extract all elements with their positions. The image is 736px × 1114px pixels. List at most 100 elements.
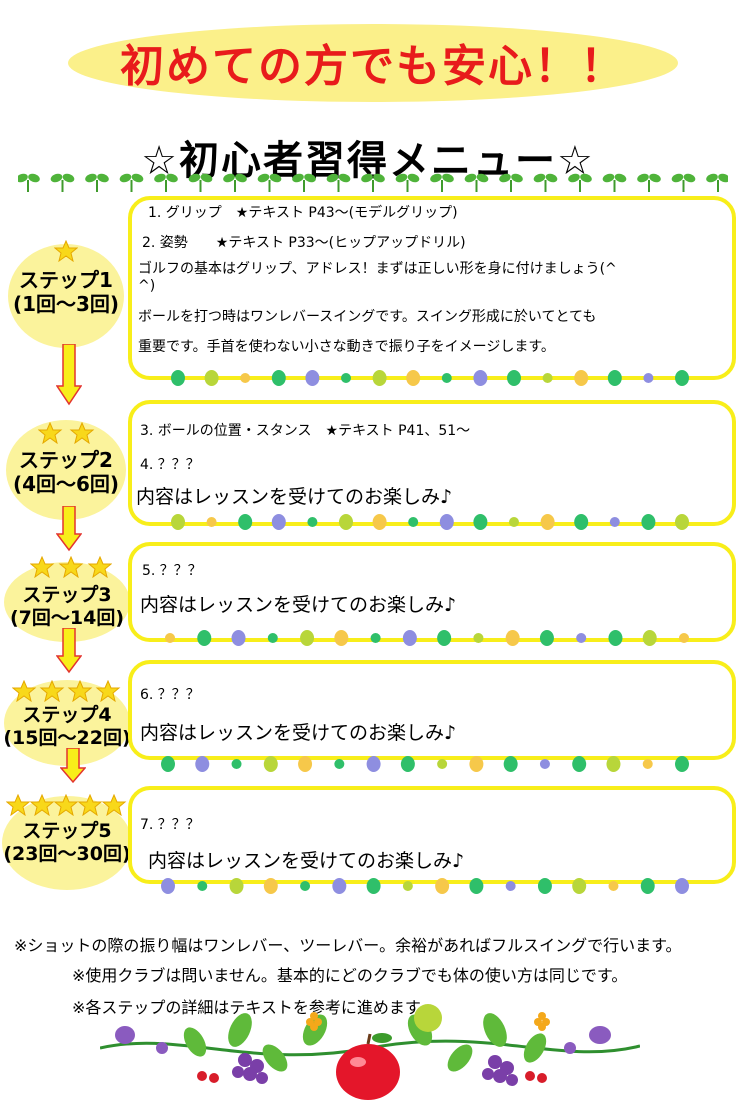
dot-icon (408, 517, 419, 527)
arrow-down-icon (60, 748, 86, 784)
sprout-icon (568, 173, 592, 192)
note-3: ※各ステップの詳細はテキストを参考に進めます。 (72, 998, 436, 1017)
banner-ellipse (68, 24, 678, 102)
dot-icon (267, 633, 278, 643)
sprout-icon (292, 173, 316, 192)
dot-icon (271, 514, 286, 530)
step-3-dots (165, 630, 689, 646)
step-1-circle (8, 244, 124, 348)
dot-icon (300, 630, 315, 646)
sprout-icon (602, 173, 627, 192)
dot-icon (537, 878, 552, 894)
star-icon (87, 556, 112, 578)
step-2-box (128, 400, 736, 526)
star-icon (12, 680, 37, 702)
sprout-icon (18, 173, 40, 192)
sprout-icon (671, 173, 696, 192)
step-1-line-1: 1. グリップ ★テキスト P43～(モデルグリップ) (148, 205, 458, 221)
dot-icon (608, 881, 619, 891)
step-1-line-3: ゴルフの基本はグリップ、アドレス！まずは正しい形を身に付けましょう(^ (138, 261, 617, 277)
dot-icon (542, 373, 553, 383)
dot-icon (263, 756, 278, 772)
dot-icon (606, 756, 621, 772)
arrow-down-icon (56, 344, 82, 406)
arrow-down-icon (56, 506, 82, 552)
sprout-row (18, 173, 728, 192)
banner-heading: 初めての方でも安心！！ (120, 41, 626, 92)
dot-icon (197, 630, 212, 646)
dot-icon (574, 514, 589, 530)
step-1-box (128, 196, 736, 380)
arrow-down-icon (56, 628, 82, 674)
dot-icon (300, 881, 311, 891)
dot-icon (400, 756, 415, 772)
step-1-range: (1回～3回) (12, 292, 120, 316)
sprout-icon (326, 173, 351, 192)
sprout-icon (257, 173, 282, 192)
dot-icon (204, 370, 219, 386)
step-1-line-5: ボールを打つ時はワンレバースイングです。スイング形成に於いてとても (138, 309, 597, 325)
dot-icon (366, 878, 381, 894)
step-1-dots (171, 370, 689, 386)
dot-icon (402, 630, 417, 646)
star-icon (69, 422, 95, 444)
dot-icon (473, 633, 484, 643)
dot-icon (437, 630, 452, 646)
sprout-icon (119, 173, 144, 192)
note-1: ※ショットの際の振り幅はワンレバー、ツーレバー。余裕があればフルスイングで行いま… (14, 936, 682, 955)
step-1-line-4: ^) (138, 278, 156, 294)
star-icon (29, 794, 55, 816)
step-4-line-1: 6. ？？？ (140, 687, 200, 703)
step-5-box (128, 786, 736, 884)
star-icon (53, 794, 79, 816)
dot-icon (263, 878, 278, 894)
dot-icon (539, 759, 550, 769)
dot-icon (509, 517, 519, 527)
sprout-icon (706, 173, 728, 192)
dot-icon (171, 370, 185, 386)
step-1-title: ステップ1 (19, 268, 113, 292)
dot-icon (339, 514, 353, 530)
step-2-line-2: 4. ？？？ (140, 457, 200, 473)
sprout-icon (361, 173, 385, 192)
dot-icon (473, 370, 488, 386)
sprout-icon (188, 173, 213, 192)
dot-icon (675, 756, 689, 772)
step-2-title: ステップ2 (19, 448, 113, 472)
dot-icon (642, 759, 653, 769)
sprout-icon (499, 173, 523, 192)
star-icon (58, 556, 84, 578)
step-2-label: ステップ2 (4回～6回) (6, 448, 126, 496)
sprout-icon (533, 173, 558, 192)
dot-icon (197, 881, 208, 891)
dot-icon (469, 756, 484, 772)
dot-icon (372, 514, 387, 530)
dot-icon (231, 759, 242, 769)
sprout-icon (223, 173, 247, 192)
step-4-title: ステップ4 (22, 704, 112, 726)
star-icon (39, 680, 65, 702)
step-2-stars (38, 422, 95, 444)
dot-icon (332, 878, 347, 894)
sprout-icon (85, 173, 109, 192)
step-2-dots (171, 514, 689, 530)
dot-icon (507, 370, 521, 386)
dot-icon (679, 633, 689, 643)
step-3-label: ステップ3 (7回～14回) (2, 584, 132, 630)
sprout-icon (464, 173, 489, 192)
dot-icon (642, 630, 657, 646)
dot-icon (229, 878, 244, 894)
dot-icon (402, 881, 413, 891)
dot-icon (505, 630, 520, 646)
star-icon (101, 794, 127, 816)
dot-icon (675, 514, 689, 530)
star-icon (77, 794, 103, 816)
fruit-vine-icon (100, 1004, 640, 1100)
star-icon (67, 680, 93, 702)
step-4-label: ステップ4 (15回～22回) (2, 704, 132, 750)
step-4-range: (15回～22回) (3, 726, 131, 749)
dot-icon (435, 878, 450, 894)
star-icon (6, 794, 31, 816)
dot-icon (540, 514, 555, 530)
dot-icon (238, 514, 253, 530)
